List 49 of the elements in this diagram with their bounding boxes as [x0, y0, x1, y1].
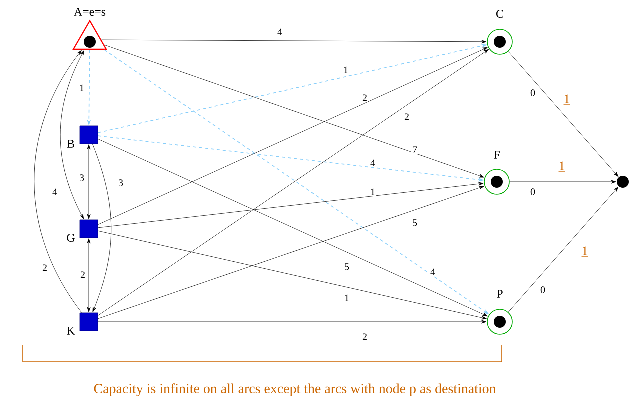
arrow — [508, 186, 619, 313]
arrow — [98, 186, 484, 320]
edge-label: 5 — [412, 218, 418, 228]
caption: Capacity is infinite on all arcs except the arcs with node p as destination — [94, 384, 496, 396]
edge-label: 4 — [276, 28, 284, 36]
arrow — [92, 144, 112, 312]
arrow — [60, 50, 84, 220]
edge-label: 1 — [344, 294, 350, 302]
edge-label: 7 — [412, 146, 418, 154]
edge-label: 4 — [370, 158, 376, 168]
node-label: A=e=s — [74, 8, 106, 16]
edge-label: 2 — [362, 332, 368, 342]
arrow — [98, 47, 488, 226]
arrow — [510, 180, 616, 184]
node-label: B — [67, 140, 74, 148]
edge-label: 2 — [362, 94, 368, 102]
edge-label: 1 — [342, 66, 350, 74]
capacity-label: 1 — [558, 162, 566, 172]
node-label: C — [496, 10, 504, 18]
edge-label: 2 — [80, 270, 86, 280]
node-label: K — [67, 327, 76, 335]
arrow — [98, 320, 487, 324]
arrow — [34, 50, 82, 313]
arrow — [104, 44, 484, 178]
arrow — [87, 144, 91, 220]
edge-label: 4 — [52, 188, 58, 196]
arrow — [508, 52, 619, 178]
edge-label: 3 — [78, 174, 86, 182]
node-label: P — [497, 290, 503, 298]
edge-label: 0 — [540, 286, 546, 294]
sink-dot — [617, 176, 629, 188]
capacity-label: 1 — [582, 246, 588, 257]
edge-label: 0 — [530, 88, 536, 98]
edge-label: 1 — [370, 188, 376, 196]
arrow — [98, 182, 484, 228]
edge-label: 0 — [530, 188, 536, 196]
edge-label: 4 — [430, 268, 436, 276]
arrow — [87, 238, 91, 312]
arrow — [98, 230, 487, 320]
arrow — [102, 40, 487, 44]
edge-label: 3 — [118, 178, 124, 188]
edge-label: 2 — [42, 264, 48, 272]
edge-label: 5 — [344, 262, 350, 272]
node-label: G — [67, 234, 75, 242]
edge-label: 2 — [404, 112, 410, 122]
edge-label: 1 — [78, 84, 86, 92]
capacity-label: 1 — [564, 94, 570, 105]
node-label: F — [494, 151, 500, 159]
arrow — [98, 138, 488, 317]
